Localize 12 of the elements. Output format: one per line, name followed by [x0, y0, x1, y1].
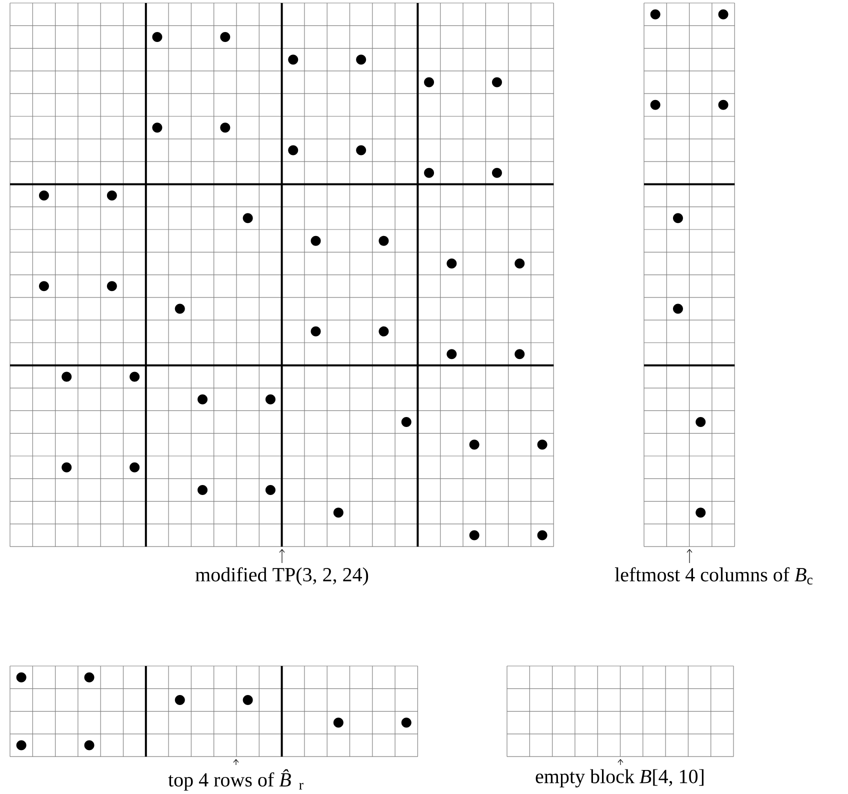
caption: leftmost 4 columns of B$_{c}$: [614, 567, 813, 585]
grid-drawing: [10, 666, 418, 757]
caption: empty block B[4, 10]: [536, 769, 704, 788]
grid-drawing: [506, 666, 734, 757]
grid-drawing: [10, 2, 554, 547]
arrow: [279, 549, 285, 564]
arrow: [686, 549, 692, 564]
caption: top 4 rows of B̂$_{r}$: [168, 769, 304, 791]
caption: modified TP(3, 2, 24): [196, 567, 368, 586]
grid-drawing: [644, 2, 735, 547]
arrow: [233, 759, 239, 766]
arrow: [618, 759, 624, 766]
